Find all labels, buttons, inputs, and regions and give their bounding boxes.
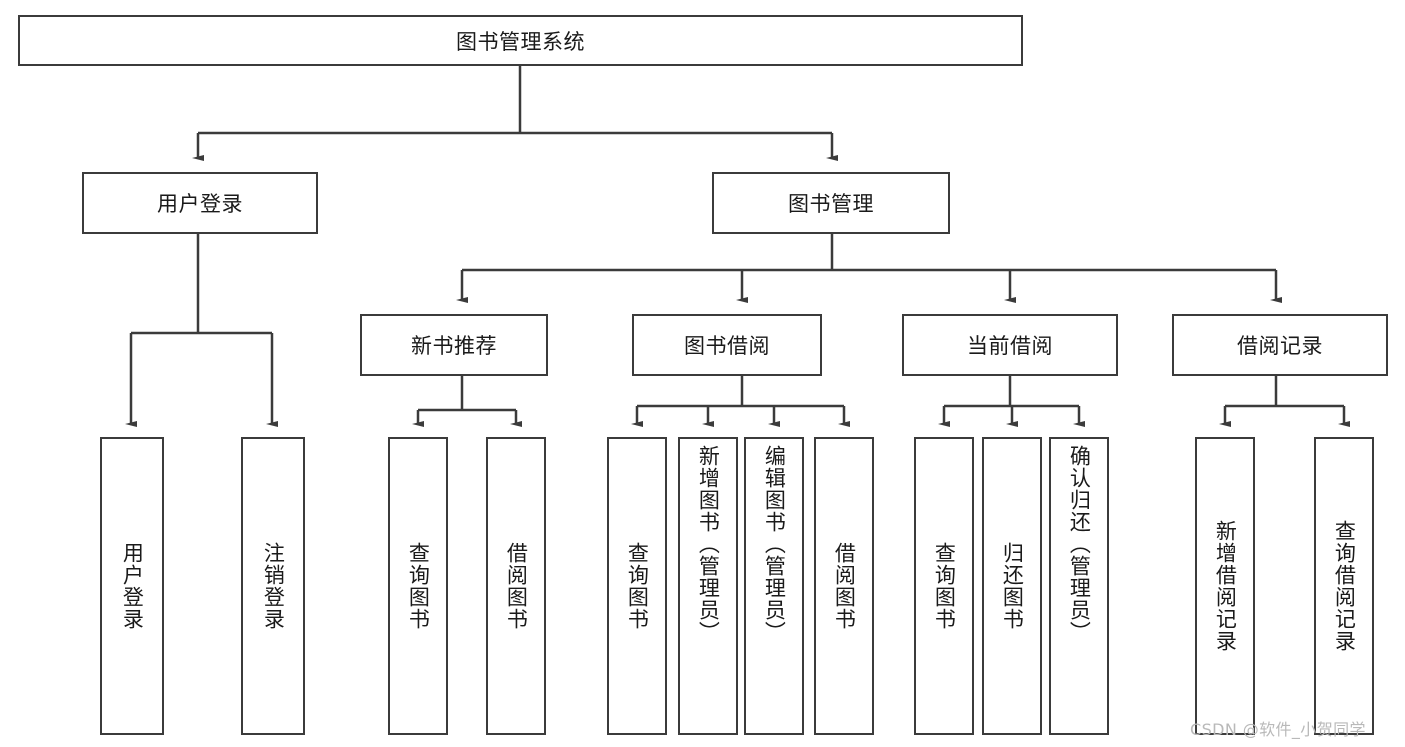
node-label: 图书借阅 (684, 334, 770, 358)
node-label: 确认归还（管理员） (1067, 445, 1092, 643)
node-label: 查询借阅记录 (1332, 520, 1357, 652)
node-label: 借阅图书 (504, 542, 529, 630)
node-label: 查询图书 (406, 542, 431, 630)
node-label: 当前借阅 (967, 334, 1053, 358)
node-label: 编辑图书（管理员） (762, 445, 787, 643)
leaf-borrow-book-recommend[interactable]: 借阅图书 (486, 437, 546, 735)
node-label: 借阅图书 (832, 542, 857, 630)
node-label: 归还图书 (1000, 542, 1025, 630)
leaf-query-book-recommend[interactable]: 查询图书 (388, 437, 448, 735)
node-label: 新增图书（管理员） (696, 445, 721, 643)
leaf-query-borrow-record[interactable]: 查询借阅记录 (1314, 437, 1374, 735)
node-label: 查询图书 (932, 542, 957, 630)
leaf-query-book-current[interactable]: 查询图书 (914, 437, 974, 735)
leaf-add-borrow-record[interactable]: 新增借阅记录 (1195, 437, 1255, 735)
node-label: 注销登录 (261, 542, 286, 630)
leaf-add-book-admin[interactable]: 新增图书（管理员） (678, 437, 738, 735)
node-label: 用户登录 (157, 192, 243, 216)
leaf-user-login[interactable]: 用户登录 (100, 437, 164, 735)
leaf-confirm-return-admin[interactable]: 确认归还（管理员） (1049, 437, 1109, 735)
csdn-watermark: CSDN @软件_小贺同学 (1190, 720, 1366, 739)
leaf-query-book-borrow[interactable]: 查询图书 (607, 437, 667, 735)
node-book-borrow[interactable]: 图书借阅 (632, 314, 822, 376)
node-root-system[interactable]: 图书管理系统 (18, 15, 1023, 66)
leaf-edit-book-admin[interactable]: 编辑图书（管理员） (744, 437, 804, 735)
node-user-login[interactable]: 用户登录 (82, 172, 318, 234)
node-label: 用户登录 (120, 542, 145, 630)
node-current-borrow[interactable]: 当前借阅 (902, 314, 1118, 376)
node-label: 图书管理系统 (456, 29, 585, 54)
node-label: 图书管理 (788, 192, 874, 216)
node-label: 新书推荐 (411, 334, 497, 358)
node-label: 新增借阅记录 (1213, 520, 1238, 652)
node-label: 借阅记录 (1237, 334, 1323, 358)
node-borrow-records[interactable]: 借阅记录 (1172, 314, 1388, 376)
leaf-logout[interactable]: 注销登录 (241, 437, 305, 735)
node-new-book-recommend[interactable]: 新书推荐 (360, 314, 548, 376)
leaf-return-book[interactable]: 归还图书 (982, 437, 1042, 735)
node-label: 查询图书 (625, 542, 650, 630)
leaf-borrow-book[interactable]: 借阅图书 (814, 437, 874, 735)
node-book-management[interactable]: 图书管理 (712, 172, 950, 234)
